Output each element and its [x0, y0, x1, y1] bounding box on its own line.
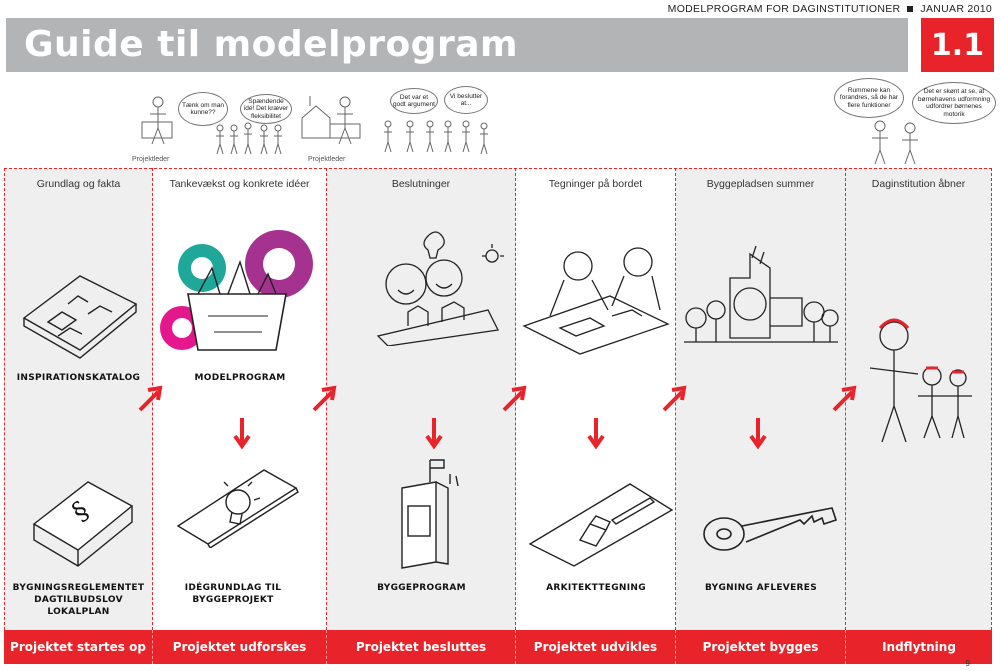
building-program-label: BYGGEPROGRAM — [377, 583, 466, 593]
building-handover-label: BYGNING AFLEVERES — [705, 583, 817, 593]
project-leader-figure-2 — [329, 96, 361, 145]
down-arrow-icon-1 — [233, 418, 251, 450]
drawings-on-table-sketch — [522, 247, 670, 355]
inspiration-catalog-label: INSPIRATIONSKATALOG — [16, 373, 141, 383]
building-program-binder-sketch — [401, 459, 459, 569]
speech-bubble-2: Spændende idé! Det kræver fleksibilitet — [240, 94, 292, 124]
column-heading: Grundlag og fakta — [36, 178, 121, 190]
phase-indflytning: Indflytning — [882, 640, 956, 654]
diagonal-arrow-icon-1 — [138, 385, 163, 412]
phase-bar: Projektet startes op Projektet udforskes… — [4, 630, 992, 664]
project-leader-label-2: Projektleder — [308, 156, 346, 163]
column-heading: Daginstitution åbner — [871, 178, 966, 190]
phase-udforskes: Projektet udforskes — [153, 630, 327, 664]
column-heading: Beslutninger — [391, 178, 451, 190]
speech-bubble-4: Vi beslutter at... — [444, 86, 488, 114]
people-meeting-illustration — [141, 96, 488, 155]
phase-udvikles: Projektet udvikles — [516, 630, 676, 664]
building-key-sketch — [703, 507, 838, 551]
construction-site-sketch — [684, 245, 839, 343]
down-arrow-icon-4 — [749, 418, 767, 450]
model-program-illustration — [160, 230, 313, 351]
idea-booklet-sketch — [176, 469, 299, 548]
page-header-meta: MODELPROGRAM FOR DAGINSTITUTIONER JANUAR… — [668, 3, 992, 15]
idea-basis-label-2: BYGGEPROJEKT — [192, 595, 274, 605]
speech-bubble-6: Det er skønt at se, at børnehavens udfor… — [912, 82, 996, 124]
speech-bubble-1: Tænk om man kunne?? — [178, 92, 228, 126]
diagonal-arrow-icon-5 — [832, 385, 857, 412]
church-building-sketch — [301, 96, 331, 139]
phase-startes-op: Projektet startes op — [4, 630, 153, 664]
inspiration-catalog-sketch — [22, 275, 138, 359]
idea-basis-label-1: IDÉGRUNDLAG TIL — [184, 583, 282, 593]
architect-drawing-label: ARKITEKTTEGNING — [546, 583, 646, 593]
project-leader-label-1: Projektleder — [132, 156, 170, 163]
diagonal-arrow-icon-2 — [312, 385, 337, 412]
column-heading: Tegninger på bordet — [548, 178, 643, 190]
decision-people-sketch — [376, 231, 504, 346]
title-bar: Guide til modelprogram — [6, 18, 908, 72]
architect-drawing-sketch — [528, 483, 674, 567]
top-dashed-divider — [4, 168, 992, 169]
column-byggepladsen: Byggepladsen summer — [676, 168, 846, 630]
page-title: Guide til modelprogram — [24, 24, 519, 65]
column-heading: Byggepladsen summer — [706, 178, 815, 190]
document-date-meta: JANUAR 2010 — [920, 3, 992, 15]
section-number-badge: 1.1 — [921, 18, 994, 72]
regulations-label-1: BYGNINGSREGLEMENTET — [12, 583, 145, 593]
page-number: 9 — [965, 659, 970, 668]
document-title-meta: MODELPROGRAM FOR DAGINSTITUTIONER — [667, 3, 901, 15]
diagonal-arrow-icon-4 — [662, 385, 687, 412]
children-illustration-top-right — [872, 120, 918, 165]
speech-bubble-3: Det var et godt argument — [390, 88, 438, 114]
law-book-sketch: § — [32, 481, 134, 567]
diagonal-arrow-icon-3 — [502, 385, 527, 412]
phase-besluttes: Projektet besluttes — [327, 630, 516, 664]
project-leader-figure-1 — [141, 96, 173, 145]
speech-bubble-5: Rummene kan forandres, så de har flere f… — [834, 78, 904, 118]
phase-bygges: Projektet bygges — [676, 630, 846, 664]
column-heading: Tankevækst og konkrete idéer — [169, 178, 310, 190]
regulations-label-2: DAGTILBUDSLOV — [34, 595, 123, 605]
down-arrow-icon-3 — [587, 418, 605, 450]
institution-opening-children-sketch — [869, 318, 972, 443]
down-arrow-icon-2 — [425, 418, 443, 450]
column-daginstitution: Daginstitution åbner — [846, 168, 992, 630]
separator-square-icon — [907, 6, 914, 12]
regulations-label-3: LOKALPLAN — [47, 607, 110, 617]
model-program-label: MODELPROGRAM — [194, 373, 286, 383]
